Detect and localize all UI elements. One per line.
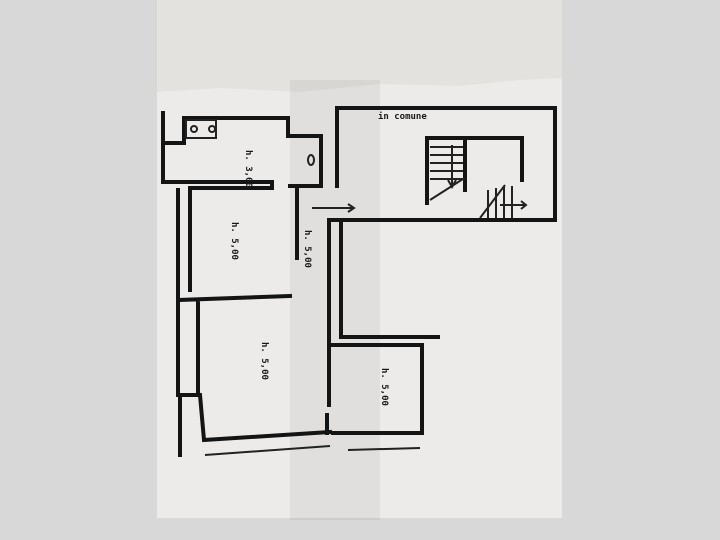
stairs	[312, 136, 528, 219]
walls	[161, 106, 557, 457]
label-corridor: h. 5,00	[302, 230, 312, 268]
label-room-left: h. 5,00	[229, 222, 239, 260]
label-common-area: in comune	[378, 111, 427, 122]
label-room-top: h. 3,00	[243, 150, 253, 188]
label-room-bottom-left: h. 5,00	[259, 342, 269, 380]
paper-top-sheet	[157, 0, 562, 95]
label-room-bottom-right: h. 5,00	[379, 368, 389, 406]
